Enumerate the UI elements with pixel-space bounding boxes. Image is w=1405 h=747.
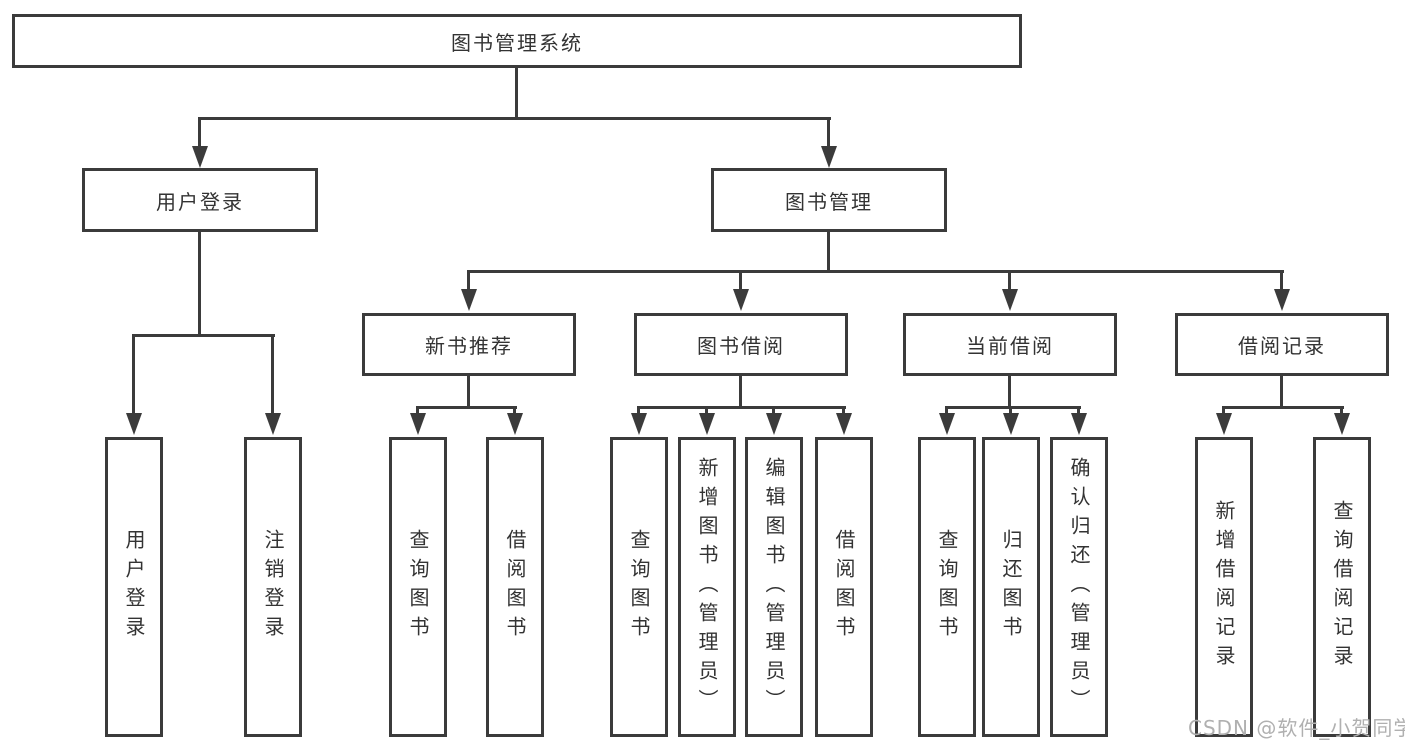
connector-line [1008, 376, 1011, 409]
connector-line [1340, 406, 1343, 416]
arrow-down-icon [1002, 289, 1018, 311]
arrow-down-icon [1071, 413, 1087, 435]
connector-line [132, 334, 275, 337]
node-leaf-query-book-borrow: 查询图书 [610, 437, 668, 737]
arrow-down-icon [733, 289, 749, 311]
connector-line [842, 406, 845, 416]
connector-line [198, 232, 201, 337]
node-leaf-edit-book-admin: 编辑图书（管理员） [745, 437, 803, 737]
arrow-down-icon [1003, 413, 1019, 435]
node-leaf-borrow-book: 借阅图书 [815, 437, 873, 737]
connector-line [945, 406, 1081, 409]
connector-line [271, 334, 274, 415]
connector-line [1280, 376, 1283, 409]
node-leaf-query-book-current: 查询图书 [918, 437, 976, 737]
arrow-down-icon [1216, 413, 1232, 435]
connector-line [198, 117, 201, 148]
arrow-down-icon [939, 413, 955, 435]
connector-line [513, 406, 516, 416]
node-new-book-recommend: 新书推荐 [362, 313, 576, 376]
node-root: 图书管理系统 [12, 14, 1022, 68]
node-current-borrow: 当前借阅 [903, 313, 1117, 376]
node-leaf-logout: 注销登录 [244, 437, 302, 737]
connector-line [637, 406, 640, 416]
node-leaf-return-book: 归还图书 [982, 437, 1040, 737]
connector-line [467, 376, 470, 409]
connector-line [772, 406, 775, 416]
connector-line [1008, 270, 1011, 291]
connector-line [739, 270, 742, 291]
connector-line [827, 117, 830, 148]
arrow-down-icon [766, 413, 782, 435]
connector-line [132, 334, 135, 415]
connector-line [637, 406, 846, 409]
connector-line [515, 68, 518, 119]
connector-line [705, 406, 708, 416]
connector-line [198, 117, 831, 120]
arrow-down-icon [410, 413, 426, 435]
node-leaf-borrow-book-recommend: 借阅图书 [486, 437, 544, 737]
connector-line [945, 406, 948, 416]
arrow-down-icon [1274, 289, 1290, 311]
arrow-down-icon [631, 413, 647, 435]
arrow-down-icon [192, 146, 208, 168]
node-book-borrow: 图书借阅 [634, 313, 848, 376]
connector-line [1222, 406, 1344, 409]
arrow-down-icon [836, 413, 852, 435]
node-book-management: 图书管理 [711, 168, 947, 232]
node-borrow-record: 借阅记录 [1175, 313, 1389, 376]
connector-line [467, 270, 1284, 273]
arrow-down-icon [1334, 413, 1350, 435]
node-leaf-add-borrow-record: 新增借阅记录 [1195, 437, 1253, 737]
node-leaf-user-login: 用户登录 [105, 437, 163, 737]
arrow-down-icon [126, 413, 142, 435]
connector-line [1077, 406, 1080, 416]
arrow-down-icon [821, 146, 837, 168]
connector-line [1222, 406, 1225, 416]
node-leaf-confirm-return-admin: 确认归还（管理员） [1050, 437, 1108, 737]
watermark: CSDN @软件_小贺同学 [1188, 716, 1405, 740]
connector-line [467, 270, 470, 291]
arrow-down-icon [265, 413, 281, 435]
connector-line [1280, 270, 1283, 291]
connector-line [739, 376, 742, 409]
connector-line [416, 406, 517, 409]
arrow-down-icon [461, 289, 477, 311]
connector-line [827, 232, 830, 273]
connector-line [1009, 406, 1012, 416]
node-leaf-query-borrow-record: 查询借阅记录 [1313, 437, 1371, 737]
node-user-login: 用户登录 [82, 168, 318, 232]
node-leaf-query-book-recommend: 查询图书 [389, 437, 447, 737]
connector-line [416, 406, 419, 416]
node-leaf-add-book-admin: 新增图书（管理员） [678, 437, 736, 737]
arrow-down-icon [507, 413, 523, 435]
arrow-down-icon [699, 413, 715, 435]
